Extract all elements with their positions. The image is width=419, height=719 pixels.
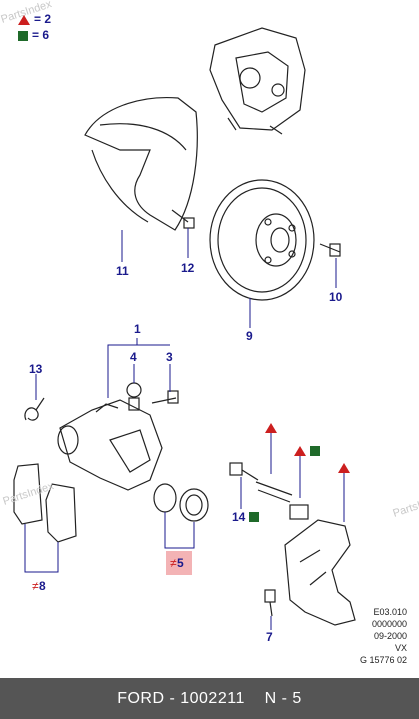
highlight-box-5	[166, 551, 192, 575]
callout-8: 8	[39, 579, 46, 593]
brake-disc-rotor	[209, 179, 315, 301]
callout-11: 11	[116, 264, 129, 278]
marker-symbols	[249, 423, 350, 522]
footer-dash: -	[164, 689, 181, 707]
exploded-brake-diagram	[13, 27, 356, 630]
stamp-line-2: 0000000	[371, 619, 407, 629]
drawing-stamp: E03.010 0000000 09-2000 VX G 15776 02	[360, 606, 407, 666]
shield-bolt	[171, 209, 195, 229]
callout-14: 14	[232, 510, 246, 524]
piston-seal-kit	[153, 483, 209, 522]
footer-part-number: 1002211	[180, 689, 245, 707]
callout-5: 5	[177, 556, 184, 570]
brake-dust-shield	[84, 96, 198, 231]
legend-row-triangle: = 2	[18, 12, 51, 26]
bleed-screw	[126, 382, 142, 411]
stamp-line-5: G 15776 02	[359, 655, 407, 665]
callout-1: 1	[134, 322, 141, 336]
callout-3: 3	[166, 350, 173, 364]
callout-7: 7	[266, 630, 273, 644]
caliper-anchor-bracket	[284, 519, 356, 626]
caliper-assembly-top	[209, 27, 306, 135]
callout-13: 13	[29, 362, 43, 376]
stamp-line-1: E03.010	[373, 607, 407, 617]
footer-bar: FORD - 1002211 N - 5	[0, 678, 419, 719]
callout-4: 4	[130, 350, 137, 364]
rotor-screw	[319, 243, 341, 257]
brake-pads	[13, 463, 77, 543]
leader-lines	[24, 228, 345, 630]
green-square-icon	[18, 30, 28, 41]
stamp-line-3: 09-2000	[373, 631, 407, 641]
footer-sheet: N - 5	[264, 689, 302, 707]
callout-5-prefix: ≠	[170, 556, 177, 570]
caliper-housing	[57, 399, 163, 491]
callout-9: 9	[246, 329, 253, 343]
anti-rattle-spring	[24, 397, 45, 421]
callout-10: 10	[329, 290, 343, 304]
footer-gap	[245, 690, 265, 708]
guide-bolt	[151, 390, 179, 404]
legend-row-square: = 6	[18, 28, 49, 42]
legend-triangle-text: = 2	[34, 12, 52, 26]
callout-12: 12	[181, 261, 195, 275]
footer-brand: FORD	[117, 689, 165, 707]
red-triangle-icon	[18, 14, 30, 25]
callout-8-prefix: ≠	[32, 579, 39, 593]
bracket-bolts-pins	[229, 462, 309, 617]
legend-square-text: = 6	[32, 28, 50, 42]
stamp-line-4: VX	[394, 643, 407, 653]
